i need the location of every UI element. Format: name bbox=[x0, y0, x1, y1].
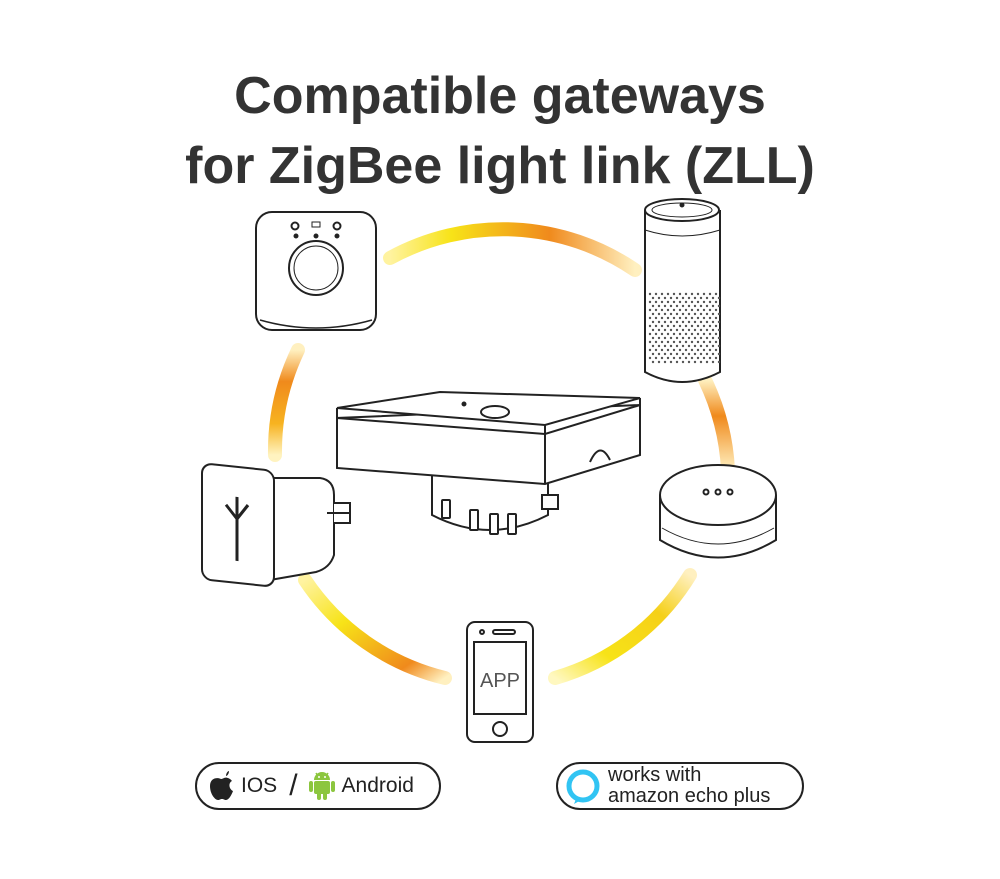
separator: / bbox=[289, 769, 298, 802]
ring-arc-top bbox=[383, 222, 642, 277]
app-label: APP bbox=[480, 670, 520, 692]
smartphone-icon bbox=[466, 621, 534, 743]
apple-icon bbox=[210, 771, 233, 800]
echo-plus-hub-icon bbox=[659, 464, 777, 559]
echo-line-2: amazon echo plus bbox=[608, 785, 771, 807]
title-line-1: Compatible gateways bbox=[234, 67, 766, 125]
ring-arc-bottom-right bbox=[548, 568, 697, 685]
wall-switch-icon bbox=[336, 390, 641, 535]
smart-plug-icon bbox=[201, 463, 351, 587]
ring-arc-left bbox=[267, 343, 305, 462]
connection-ring bbox=[267, 222, 735, 685]
title-line-2: for ZigBee light link (ZLL) bbox=[185, 137, 815, 195]
ring-arc-right bbox=[698, 373, 735, 477]
echo-line-1: works with bbox=[608, 764, 702, 786]
alexa-ring-icon bbox=[566, 769, 600, 804]
echo-speaker-icon bbox=[644, 198, 721, 383]
ios-label: IOS bbox=[241, 774, 278, 797]
platform-badge: IOS / Android bbox=[195, 762, 441, 810]
echo-badge: works with amazon echo plus bbox=[556, 762, 804, 810]
hue-bridge-icon bbox=[255, 211, 377, 331]
android-label: Android bbox=[341, 774, 414, 797]
android-icon bbox=[308, 772, 335, 800]
ring-arc-bottom-left bbox=[298, 573, 452, 685]
